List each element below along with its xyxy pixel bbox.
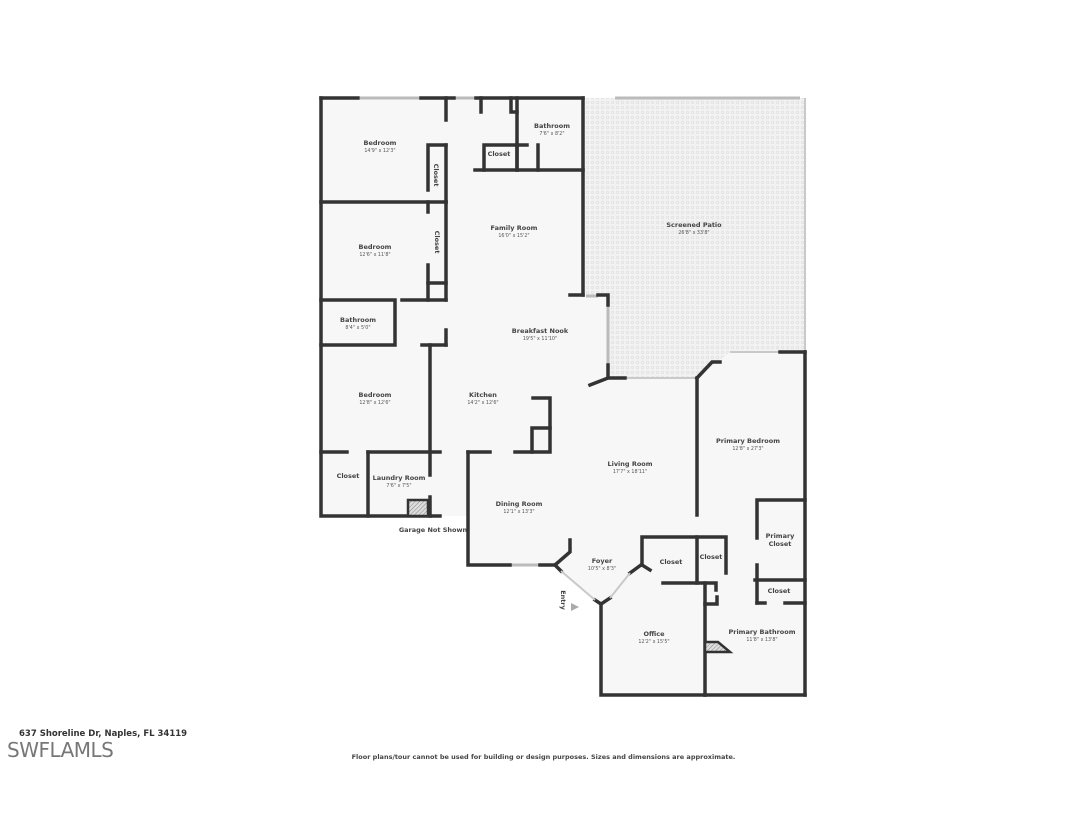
room-closet-top: Closet [488,150,511,158]
svg-text:12'2" x 15'5": 12'2" x 15'5" [638,639,669,645]
bath-fixture [703,640,734,654]
property-address: 637 Shoreline Dr, Naples, FL 34119 [19,729,188,739]
svg-text:Bathroom: Bathroom [534,122,570,130]
svg-text:Primary Bedroom: Primary Bedroom [716,437,780,445]
svg-text:Office: Office [643,630,665,638]
svg-text:14'9" x 12'3": 14'9" x 12'3" [364,148,395,154]
svg-text:Family Room: Family Room [491,224,538,232]
laundry-appliance [406,498,430,518]
room-closet-bedroom-1: Closet [432,164,440,187]
room-closet-primary-bedroom: Closet [700,553,723,561]
room-closet-laundry: Closet [337,472,360,480]
entry-arrow-icon [571,603,579,611]
svg-text:12'6" x 11'8": 12'6" x 11'8" [359,252,390,258]
watermark-logo: SWFLAMLS [7,738,114,762]
svg-text:7'6" x 7'5": 7'6" x 7'5" [386,483,411,489]
svg-text:Bedroom: Bedroom [364,139,397,147]
svg-text:11'8" x 13'8": 11'8" x 13'8" [746,637,777,643]
disclaimer: Floor plans/tour cannot be used for buil… [351,753,736,761]
svg-text:Closet: Closet [769,540,792,548]
floor-areas [321,98,805,695]
svg-text:Dining Room: Dining Room [496,500,543,508]
garage-not-shown-label: Garage Not Shown [399,526,468,534]
room-closet-bedroom-2: Closet [433,231,441,254]
svg-text:26'8" x 33'8": 26'8" x 33'8" [678,230,709,236]
walls [319,96,807,697]
svg-text:19'5" x 11'10": 19'5" x 11'10" [523,336,557,342]
svg-text:Bedroom: Bedroom [359,391,392,399]
svg-text:Primary: Primary [766,532,796,540]
svg-text:Living Room: Living Room [607,460,652,468]
svg-text:Breakfast Nook: Breakfast Nook [512,327,569,335]
svg-text:12'8" x 27'3": 12'8" x 27'3" [732,446,763,452]
svg-text:12'8" x 12'6": 12'8" x 12'6" [359,400,390,406]
svg-text:Laundry Room: Laundry Room [373,474,426,482]
svg-text:12'1" x 13'3": 12'1" x 13'3" [503,509,534,515]
svg-text:10'5" x 8'3": 10'5" x 8'3" [588,566,616,572]
entry-label: Entry [559,590,567,610]
svg-text:8'4" x 5'0": 8'4" x 5'0" [345,325,370,331]
svg-text:Foyer: Foyer [592,557,613,565]
room-closet-foyer: Closet [660,558,683,566]
svg-text:17'7" x 18'11": 17'7" x 18'11" [613,469,647,475]
room-closet-primary-bath: Closet [768,587,791,595]
svg-text:Kitchen: Kitchen [469,391,497,399]
patio-floor [583,98,805,378]
svg-text:16'0" x 15'2": 16'0" x 15'2" [498,233,529,239]
svg-text:Bedroom: Bedroom [359,243,392,251]
svg-text:Bathroom: Bathroom [340,316,376,324]
svg-text:7'6" x 8'2": 7'6" x 8'2" [539,131,564,137]
svg-text:Primary Bathroom: Primary Bathroom [728,628,795,636]
svg-text:Screened Patio: Screened Patio [666,221,722,229]
svg-text:14'2" x 12'6": 14'2" x 12'6" [467,400,498,406]
